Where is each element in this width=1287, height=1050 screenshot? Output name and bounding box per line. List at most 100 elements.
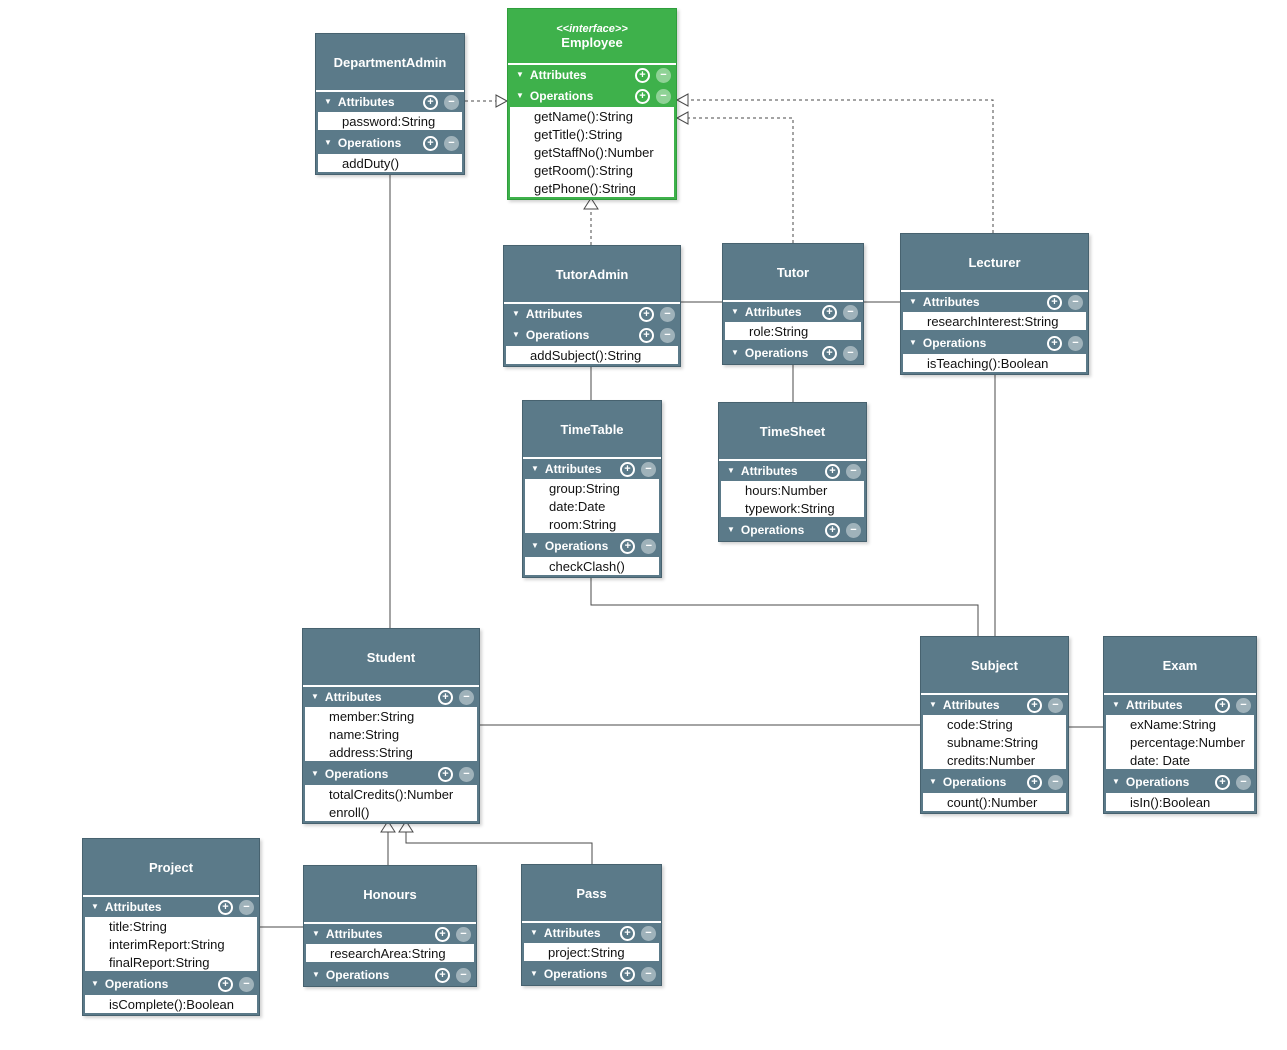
add-attribute-button[interactable]: + (635, 67, 650, 83)
operation-item[interactable]: getTitle():String (534, 126, 623, 142)
remove-operation-button[interactable]: − (1236, 774, 1251, 790)
class-header[interactable]: DepartmentAdmin (316, 34, 464, 90)
remove-attribute-button[interactable]: − (459, 689, 474, 705)
class-box-department-admin[interactable]: DepartmentAdmin ▼Attributes+−password:St… (315, 33, 465, 175)
attributes-section-header[interactable]: ▼Attributes+− (719, 459, 866, 481)
class-header[interactable]: Honours (304, 866, 476, 922)
remove-attribute-button[interactable]: − (641, 925, 656, 941)
add-operation-button[interactable]: + (435, 967, 450, 983)
add-operation-button[interactable]: + (438, 766, 453, 782)
attributes-section-header[interactable]: ▼Attributes+− (304, 922, 476, 944)
add-attribute-button[interactable]: + (639, 306, 654, 322)
collapse-icon[interactable]: ▼ (516, 70, 524, 79)
add-operation-button[interactable]: + (423, 135, 438, 151)
add-operation-button[interactable]: + (218, 976, 233, 992)
class-box-tutor[interactable]: Tutor ▼Attributes+−role:String▼Operation… (722, 243, 864, 365)
class-header[interactable]: Project (83, 839, 259, 895)
operation-item[interactable]: getPhone():String (534, 180, 636, 196)
remove-operation-button[interactable]: − (843, 345, 858, 361)
class-header[interactable]: Exam (1104, 637, 1256, 693)
operations-section-header[interactable]: ▼Operations+− (303, 763, 479, 785)
attribute-item[interactable]: credits:Number (947, 752, 1036, 768)
connector-tutor-employee[interactable] (688, 117, 794, 243)
collapse-icon[interactable]: ▼ (312, 929, 320, 938)
operations-section-header[interactable]: ▼Operations+− (504, 324, 680, 346)
add-attribute-button[interactable]: + (435, 926, 450, 942)
operations-section-header[interactable]: ▼Operations+− (719, 519, 866, 541)
add-attribute-button[interactable]: + (438, 689, 453, 705)
operations-section-header[interactable]: ▼Operations+− (304, 964, 476, 986)
remove-operation-button[interactable]: − (444, 135, 459, 151)
collapse-icon[interactable]: ▼ (516, 91, 524, 100)
operations-section-header[interactable]: ▼Operations+− (1104, 771, 1256, 793)
remove-operation-button[interactable]: − (239, 976, 254, 992)
attribute-item[interactable]: role:String (749, 323, 809, 339)
connector-timetable-subject[interactable] (590, 576, 979, 636)
remove-operation-button[interactable]: − (656, 88, 671, 104)
class-box-lecturer[interactable]: Lecturer ▼Attributes+−researchInterest:S… (900, 233, 1089, 375)
remove-operation-button[interactable]: − (1048, 774, 1063, 790)
attribute-item[interactable]: percentage:Number (1130, 734, 1245, 750)
attribute-item[interactable]: subname:String (947, 734, 1039, 750)
attributes-section-header[interactable]: ▼Attributes+− (303, 685, 479, 707)
operation-item[interactable]: isIn():Boolean (1130, 794, 1211, 810)
collapse-icon[interactable]: ▼ (311, 769, 319, 778)
class-box-employee[interactable]: <<interface>> Employee ▼Attributes+−▼Ope… (507, 8, 677, 200)
add-attribute-button[interactable]: + (620, 461, 635, 477)
attributes-section-header[interactable]: ▼Attributes+− (522, 921, 661, 943)
collapse-icon[interactable]: ▼ (512, 309, 520, 318)
collapse-icon[interactable]: ▼ (531, 541, 539, 550)
add-operation-button[interactable]: + (620, 538, 636, 554)
operation-item[interactable]: getRoom():String (534, 162, 633, 178)
operations-section-header[interactable]: ▼Operations+− (921, 771, 1068, 793)
collapse-icon[interactable]: ▼ (311, 692, 319, 701)
attribute-item[interactable]: date: Date (1130, 752, 1190, 768)
add-operation-button[interactable]: + (1027, 774, 1042, 790)
remove-attribute-button[interactable]: − (1236, 697, 1251, 713)
add-operation-button[interactable]: + (825, 522, 840, 538)
remove-operation-button[interactable]: − (459, 766, 474, 782)
collapse-icon[interactable]: ▼ (727, 466, 735, 475)
operations-section-header[interactable]: ▼Operations+− (901, 332, 1088, 354)
attributes-section-header[interactable]: ▼Attributes+− (723, 300, 863, 322)
attribute-item[interactable]: name:String (329, 726, 400, 742)
add-attribute-button[interactable]: + (620, 925, 635, 941)
remove-operation-button[interactable]: − (456, 967, 471, 983)
attribute-item[interactable]: exName:String (1130, 716, 1216, 732)
remove-attribute-button[interactable]: − (1048, 697, 1063, 713)
attributes-section-header[interactable]: ▼Attributes+− (508, 63, 676, 85)
collapse-icon[interactable]: ▼ (91, 979, 99, 988)
collapse-icon[interactable]: ▼ (1112, 700, 1120, 709)
operation-item[interactable]: getName():String (534, 108, 633, 124)
add-attribute-button[interactable]: + (218, 899, 233, 915)
attribute-item[interactable]: finalReport:String (109, 954, 210, 970)
add-attribute-button[interactable]: + (825, 463, 840, 479)
class-box-exam[interactable]: Exam ▼Attributes+−exName:String percentag… (1103, 636, 1257, 814)
operation-item[interactable]: isTeaching():Boolean (927, 355, 1049, 371)
remove-attribute-button[interactable]: − (456, 926, 471, 942)
add-attribute-button[interactable]: + (1027, 697, 1042, 713)
attributes-section-header[interactable]: ▼Attributes+− (1104, 693, 1256, 715)
attributes-section-header[interactable]: ▼Attributes+− (921, 693, 1068, 715)
attribute-item[interactable]: hours:Number (745, 482, 828, 498)
operation-item[interactable]: isComplete():Boolean (109, 996, 235, 1012)
collapse-icon[interactable]: ▼ (530, 969, 538, 978)
collapse-icon[interactable]: ▼ (731, 348, 739, 357)
remove-operation-button[interactable]: − (1068, 335, 1083, 351)
remove-operation-button[interactable]: − (846, 522, 861, 538)
class-header[interactable]: Lecturer (901, 234, 1088, 290)
attribute-item[interactable]: group:String (549, 480, 620, 496)
operation-item[interactable]: addDuty() (342, 155, 400, 171)
operations-section-header[interactable]: ▼Operations+− (723, 342, 863, 364)
attribute-item[interactable]: researchInterest:String (927, 313, 1059, 329)
class-header[interactable]: TutorAdmin (504, 246, 680, 302)
attribute-item[interactable]: address:String (329, 744, 413, 760)
collapse-icon[interactable]: ▼ (727, 525, 735, 534)
remove-operation-button[interactable]: − (641, 538, 657, 554)
class-box-pass[interactable]: Pass ▼Attributes+−project:String▼Operati… (521, 864, 662, 986)
collapse-icon[interactable]: ▼ (91, 902, 99, 911)
